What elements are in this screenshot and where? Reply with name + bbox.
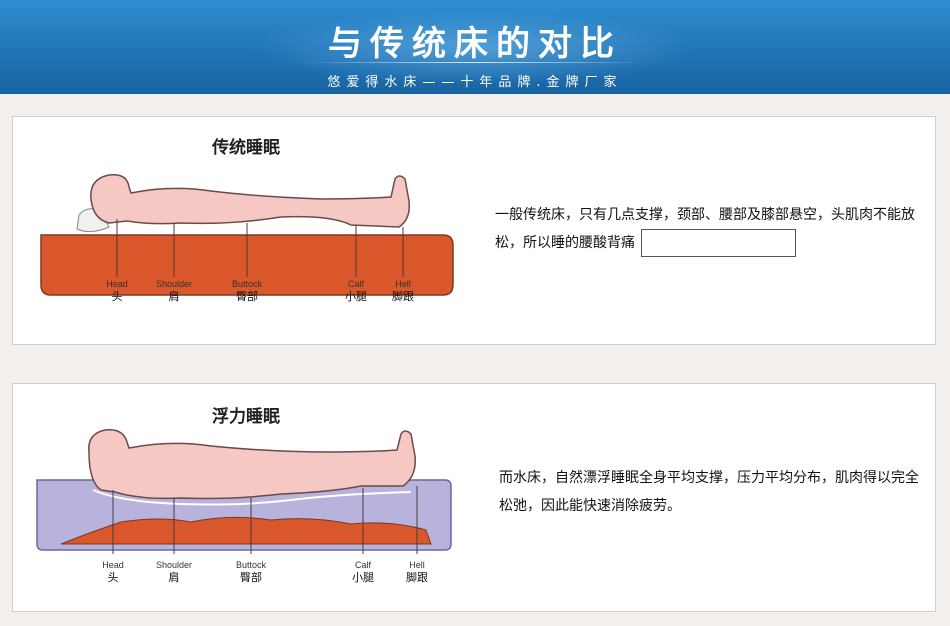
traditional-sleep-title: 传统睡眠 — [212, 138, 280, 158]
page-title: 与传统床的对比 — [328, 24, 622, 64]
answer-input-box[interactable] — [641, 229, 796, 257]
banner-divider — [300, 62, 650, 63]
support-lines — [112, 486, 418, 554]
mattress-base — [60, 516, 432, 545]
traditional-sleep-illustration — [40, 174, 454, 296]
body-figure — [88, 429, 416, 500]
waterbed-description: 而水床，自然漂浮睡眠全身平均支撑，压力平均分布，肌肉得以完全松弛，因此能快速消除… — [499, 470, 919, 514]
banner-glow — [250, 10, 700, 85]
buoyancy-sleep-title: 浮力睡眠 — [212, 407, 280, 427]
body-contour — [92, 489, 412, 506]
traditional-description-text: 一般传统床，只有几点支撑，颈部、腰部及膝部悬空，头肌肉不能放松，所以睡的腰酸背痛 — [495, 207, 915, 251]
body-figure — [90, 174, 411, 228]
buoyancy-sleep-illustration — [36, 429, 452, 554]
page-subtitle: 悠爱得水床——十年品牌.金牌厂家 — [327, 75, 623, 90]
traditional-description: 一般传统床，只有几点支撑，颈部、腰部及膝部悬空，头肌肉不能放松，所以睡的腰酸背痛 — [495, 201, 915, 257]
header-banner: 与传统床的对比 悠爱得水床——十年品牌.金牌厂家 — [0, 0, 950, 94]
support-lines — [116, 219, 404, 277]
